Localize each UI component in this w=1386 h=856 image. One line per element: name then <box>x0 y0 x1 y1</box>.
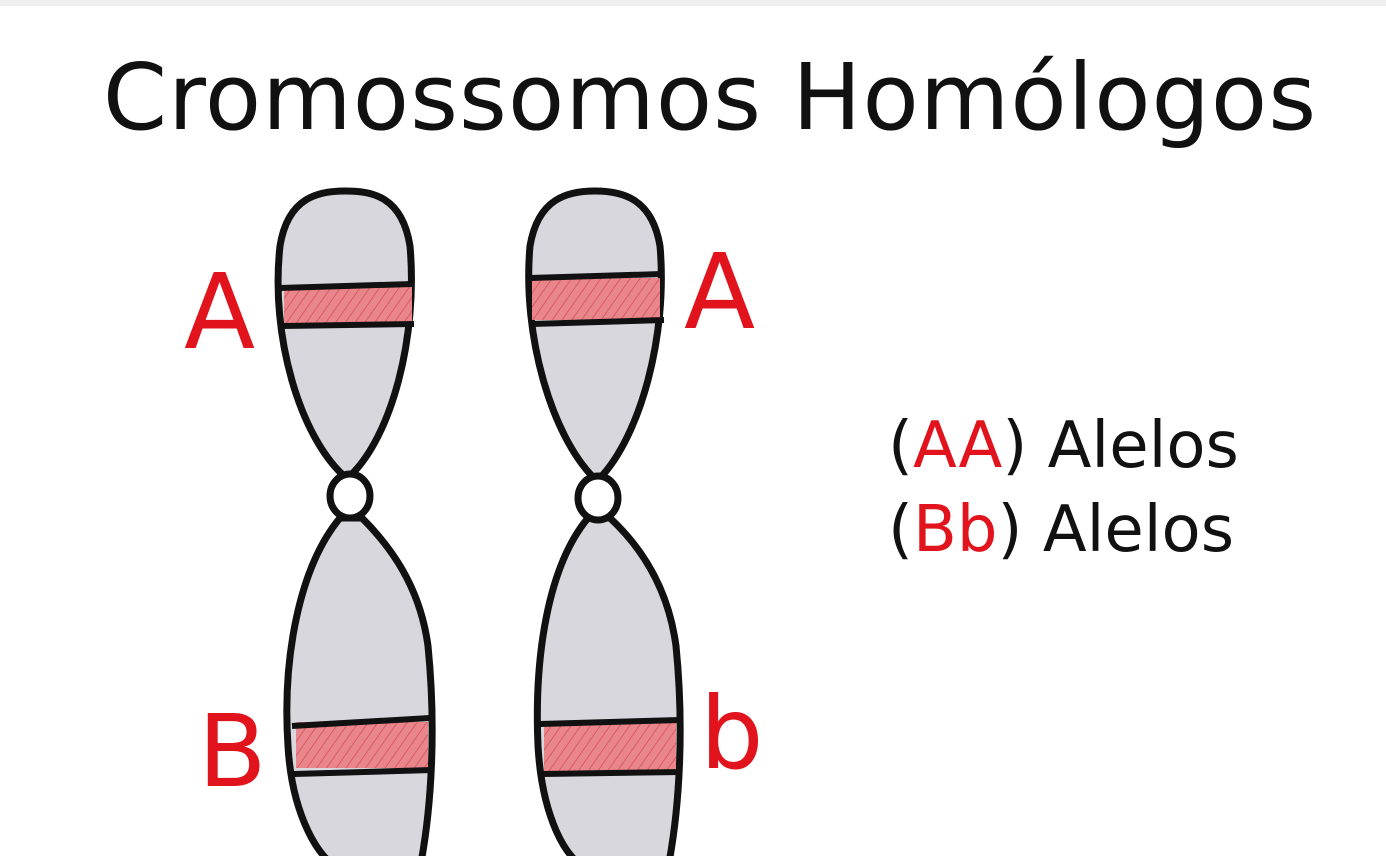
chromosome-1: A B <box>184 191 432 856</box>
legend-alleles-aa: AA <box>913 409 1002 483</box>
chromosome-2: A b <box>529 191 764 856</box>
chromosome-1-upper-arm <box>278 191 411 476</box>
chromosome-2-bottom-allele: b <box>700 675 763 792</box>
chromosome-1-centromere <box>330 474 370 518</box>
chromosome-2-top-allele: A <box>684 231 755 353</box>
legend-row-aa: (AA) Alelos <box>888 404 1239 488</box>
chromosome-1-lower-arm <box>287 518 432 856</box>
chromosome-2-centromere <box>578 476 618 520</box>
legend-close-paren: ) <box>1002 409 1027 483</box>
legend-row-bb: (Bb) Alelos <box>888 488 1239 572</box>
chromosome-2-bottom-band <box>544 722 676 772</box>
allele-legend: (AA) Alelos (Bb) Alelos <box>888 404 1239 572</box>
chromosome-2-top-band <box>532 278 660 320</box>
chromosome-1-bottom-band <box>296 722 428 768</box>
chromosome-2-lower-arm <box>537 518 680 856</box>
chromosome-1-bottom-allele: B <box>198 693 267 810</box>
legend-open-paren: ( <box>888 409 913 483</box>
legend-close-paren: ) <box>998 493 1023 567</box>
legend-label: Alelos <box>1043 493 1234 567</box>
chromosome-1-top-allele: A <box>184 251 255 373</box>
chromosome-2-upper-arm <box>529 191 662 478</box>
legend-open-paren: ( <box>888 493 913 567</box>
legend-label: Alelos <box>1048 409 1239 483</box>
chromosome-1-top-band <box>284 286 412 324</box>
legend-alleles-bb: Bb <box>913 493 998 567</box>
